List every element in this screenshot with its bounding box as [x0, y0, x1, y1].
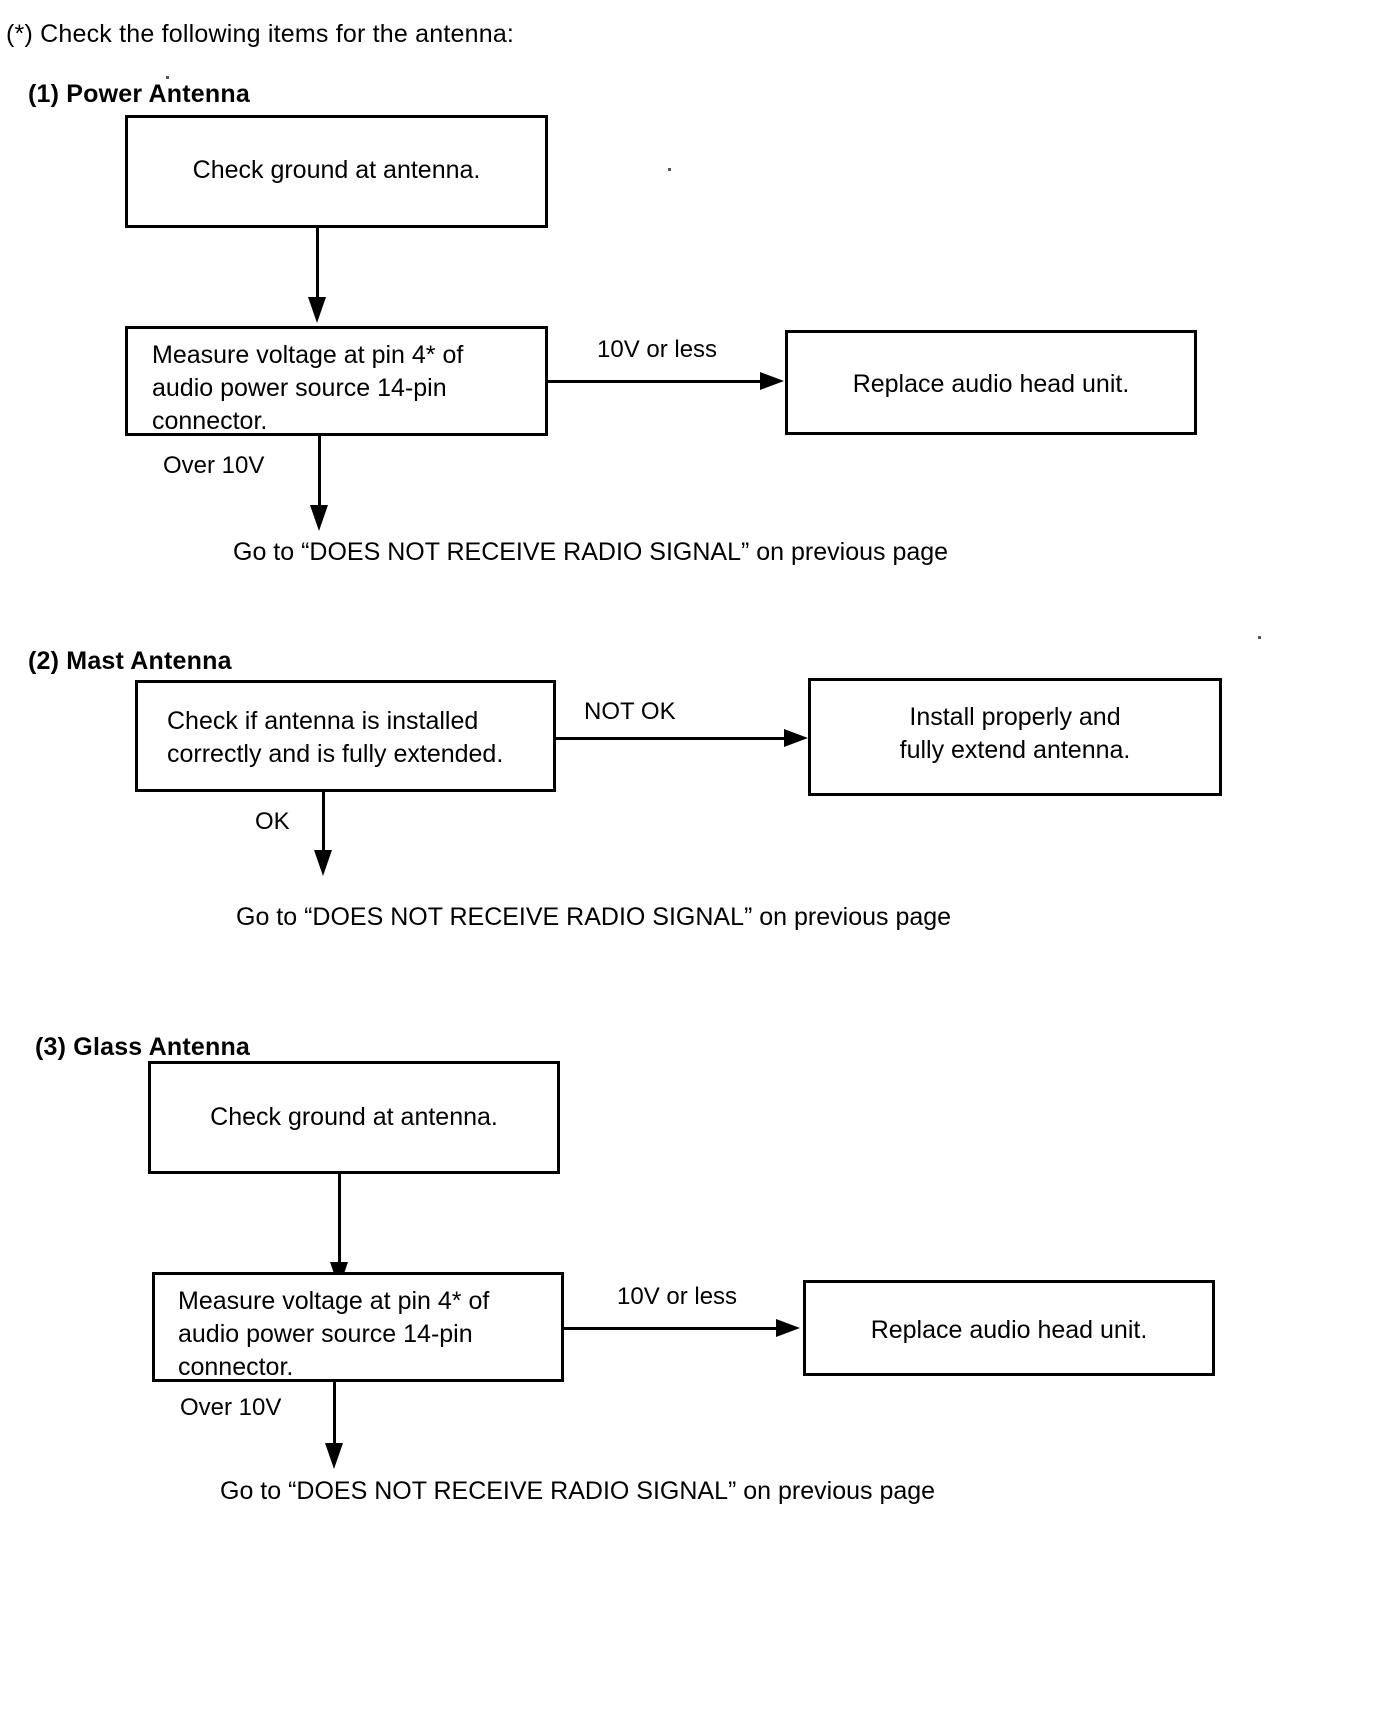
edge-label-fail: 10V or less [597, 336, 718, 363]
scan-speck [166, 76, 169, 79]
node-label: Replace audio head unit. [852, 370, 1130, 398]
arrow-right-icon [776, 1319, 800, 1337]
connector-vertical [318, 436, 321, 510]
connector-horizontal [556, 737, 786, 740]
section-heading-glass-antenna: (3) Glass Antenna [35, 1033, 251, 1061]
arrow-down-icon [310, 505, 328, 531]
node-replace-head-unit-glass[interactable]: Replace audio head unit. [803, 1280, 1215, 1376]
edge-label-pass: Over 10V [180, 1394, 282, 1421]
scan-speck [1258, 636, 1261, 639]
arrow-right-icon [784, 729, 808, 747]
edge-label-fail: NOT OK [584, 698, 676, 725]
section-heading-mast-antenna: (2) Mast Antenna [28, 647, 232, 675]
node-label: Install properly and fully extend antenn… [899, 703, 1131, 764]
arrow-down-icon [314, 850, 332, 876]
node-label: Replace audio head unit. [870, 1316, 1148, 1344]
edge-label-pass: Over 10V [163, 452, 265, 479]
node-label: Check ground at antenna. [192, 156, 481, 184]
connector-vertical [338, 1174, 341, 1268]
edge-label-pass: OK [255, 808, 290, 835]
connector-horizontal [564, 1327, 778, 1330]
intro-note: (*) Check the following items for the an… [6, 20, 515, 48]
node-check-ground-glass[interactable]: Check ground at antenna. [148, 1061, 560, 1174]
terminal-goto-glass: Go to “DOES NOT RECEIVE RADIO SIGNAL” on… [220, 1477, 936, 1505]
edge-label-fail: 10V or less [617, 1283, 738, 1310]
node-check-installed-mast[interactable]: Check if antenna is installed correctly … [135, 680, 556, 792]
arrow-down-icon [308, 297, 326, 323]
node-measure-voltage-power[interactable]: Measure voltage at pin 4* of audio power… [125, 326, 548, 436]
connector-vertical [316, 228, 319, 302]
connector-vertical [333, 1382, 336, 1447]
scan-speck [668, 168, 671, 171]
terminal-goto-power: Go to “DOES NOT RECEIVE RADIO SIGNAL” on… [233, 538, 949, 566]
node-label: Measure voltage at pin 4* of audio power… [152, 341, 464, 435]
node-label: Check ground at antenna. [210, 1103, 498, 1131]
connector-vertical [322, 792, 325, 854]
terminal-goto-mast: Go to “DOES NOT RECEIVE RADIO SIGNAL” on… [236, 903, 952, 931]
node-replace-head-unit-power[interactable]: Replace audio head unit. [785, 330, 1197, 435]
node-label: Check if antenna is installed correctly … [167, 707, 504, 768]
arrow-right-icon [760, 372, 784, 390]
node-label: Measure voltage at pin 4* of audio power… [178, 1287, 490, 1381]
connector-horizontal [548, 380, 762, 383]
node-install-properly-mast[interactable]: Install properly and fully extend antenn… [808, 678, 1222, 796]
arrow-down-icon [325, 1443, 343, 1469]
node-check-ground-power[interactable]: Check ground at antenna. [125, 115, 548, 228]
section-heading-power-antenna: (1) Power Antenna [28, 80, 250, 108]
node-measure-voltage-glass[interactable]: Measure voltage at pin 4* of audio power… [152, 1272, 564, 1382]
